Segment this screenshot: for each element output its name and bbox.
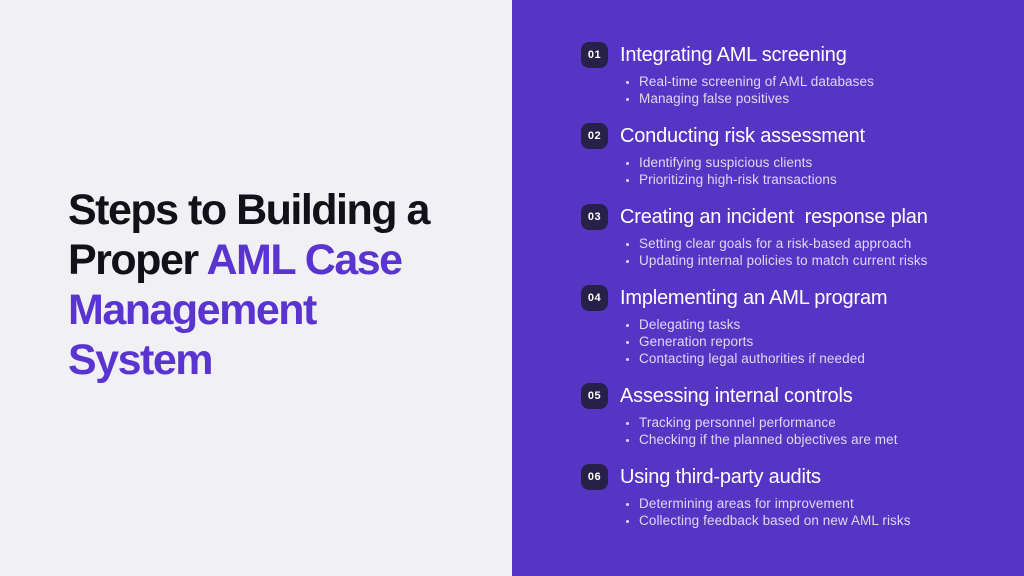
bullet-item: Delegating tasks <box>639 316 887 333</box>
bullet-item: Collecting feedback based on new AML ris… <box>639 512 911 529</box>
step-item-5: 05 Assessing internal controls Tracking … <box>581 383 1014 448</box>
bullet-item: Checking if the planned objectives are m… <box>639 431 898 448</box>
step-bullet-list: Tracking personnel performance Checking … <box>620 414 898 448</box>
step-body: Implementing an AML program Delegating t… <box>620 285 888 367</box>
step-title: Using third-party audits <box>620 466 821 488</box>
step-number-badge: 05 <box>581 383 608 409</box>
step-title: Integrating AML screening <box>620 44 847 66</box>
step-body: Creating an incident response plan Setti… <box>620 204 928 269</box>
bullet-item: Setting clear goals for a risk-based app… <box>639 235 928 252</box>
step-item-1: 01 Integrating AML screening Real-time s… <box>581 42 1014 107</box>
step-item-2: 02 Conducting risk assessment Identifyin… <box>581 123 1014 188</box>
step-number-badge: 06 <box>581 464 608 490</box>
step-bullet-list: Identifying suspicious clients Prioritiz… <box>620 154 865 188</box>
step-body: Conducting risk assessment Identifying s… <box>620 123 865 188</box>
step-number-badge: 02 <box>581 123 608 149</box>
steps-panel: 01 Integrating AML screening Real-time s… <box>512 0 1024 576</box>
step-body: Assessing internal controls Tracking per… <box>620 383 898 448</box>
step-bullet-list: Setting clear goals for a risk-based app… <box>620 235 928 269</box>
step-number-badge: 04 <box>581 285 608 311</box>
step-title: Assessing internal controls <box>620 385 853 407</box>
bullet-item: Generation reports <box>639 333 887 350</box>
step-bullet-list: Real-time screening of AML databases Man… <box>620 73 874 107</box>
bullet-item: Identifying suspicious clients <box>639 154 865 171</box>
page-title-accent-line2: AML Case <box>206 236 403 284</box>
bullet-item: Contacting legal authorities if needed <box>639 350 887 367</box>
page-title-accent-line4: System <box>68 336 213 384</box>
bullet-item: Determining areas for improvement <box>639 495 911 512</box>
bullet-item: Managing false positives <box>639 90 874 107</box>
step-title: Creating an incident response plan <box>620 206 928 228</box>
page-title-dark-line2: Proper <box>68 236 207 284</box>
step-bullet-list: Determining areas for improvement Collec… <box>620 495 911 529</box>
step-item-4: 04 Implementing an AML program Delegatin… <box>581 285 1014 367</box>
step-bullet-list: Delegating tasks Generation reports Cont… <box>620 316 887 367</box>
step-number-badge: 03 <box>581 204 608 230</box>
step-item-3: 03 Creating an incident response plan Se… <box>581 204 1014 269</box>
page-title-accent-line3: Management <box>68 286 317 334</box>
bullet-item: Tracking personnel performance <box>639 414 898 431</box>
bullet-item: Prioritizing high-risk transactions <box>639 171 865 188</box>
step-number-badge: 01 <box>581 42 608 68</box>
bullet-item: Real-time screening of AML databases <box>639 73 874 90</box>
step-item-6: 06 Using third-party audits Determining … <box>581 464 1014 529</box>
step-title: Conducting risk assessment <box>620 125 865 147</box>
step-body: Integrating AML screening Real-time scre… <box>620 42 874 107</box>
page-title-dark-line1: Steps to Building a <box>68 186 430 234</box>
bullet-item: Updating internal policies to match curr… <box>639 252 928 269</box>
step-body: Using third-party audits Determining are… <box>620 464 911 529</box>
step-title: Implementing an AML program <box>620 287 888 309</box>
